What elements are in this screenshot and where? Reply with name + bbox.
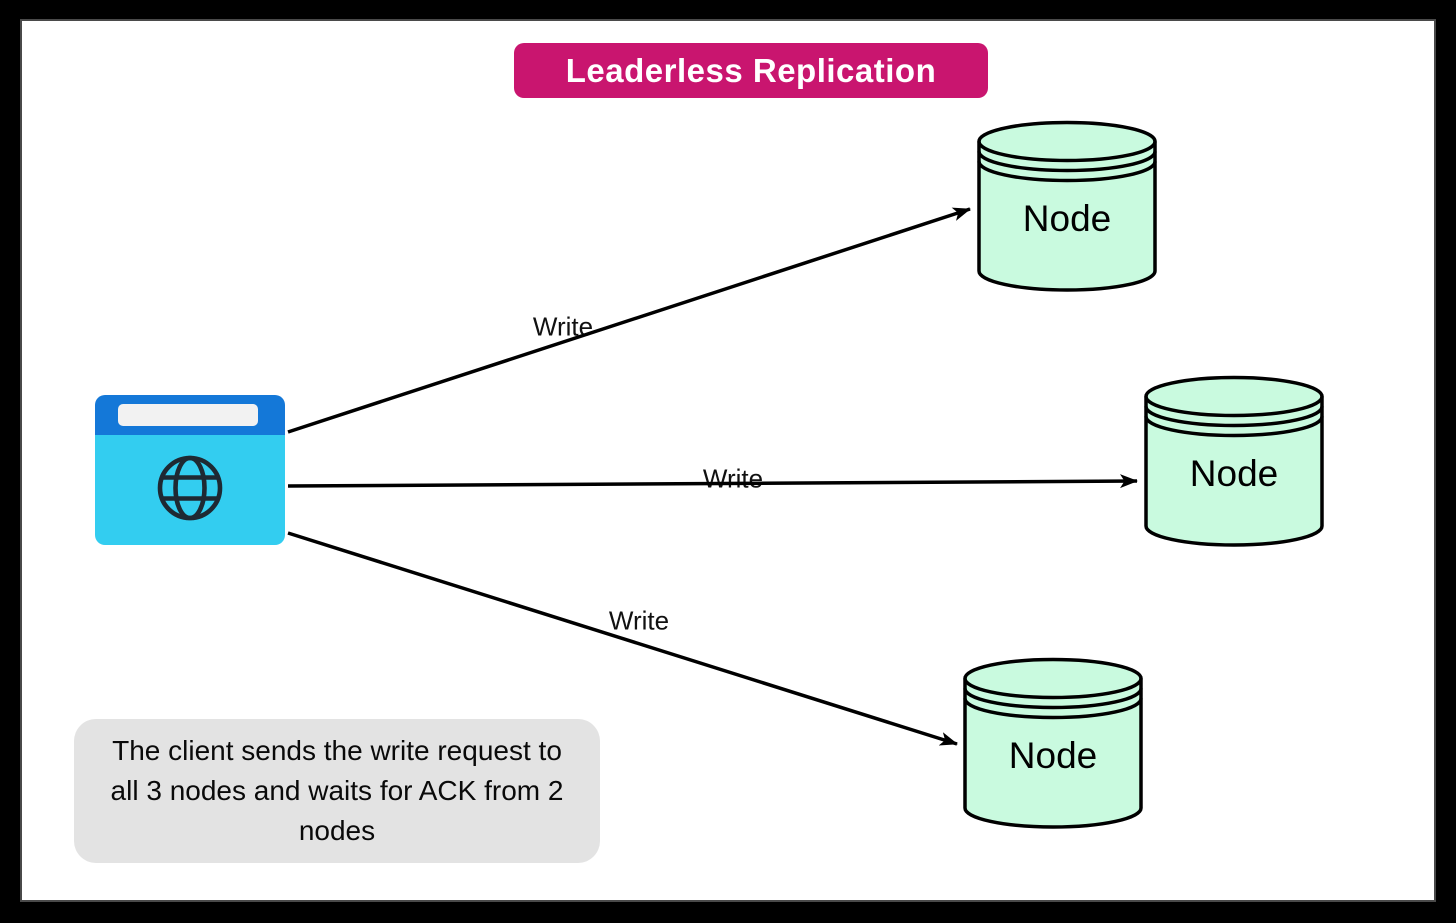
globe-icon (153, 451, 227, 530)
diagram-title: Leaderless Replication (514, 43, 988, 98)
client-node (95, 395, 285, 545)
browser-body (95, 435, 285, 545)
note-box: The client sends the write request to al… (74, 719, 600, 863)
node-label: Node (1022, 198, 1112, 239)
note-text: The client sends the write request to al… (110, 735, 564, 846)
db-node-3: Node (961, 655, 1145, 833)
diagram-title-label: Leaderless Replication (565, 51, 937, 89)
browser-titlebar (95, 395, 285, 435)
db-node-2: Node (1142, 373, 1326, 551)
node-label: Node (1008, 735, 1098, 776)
edge-label-write-2: Write (702, 463, 764, 494)
node-label: Node (1189, 453, 1279, 494)
browser-address-bar (118, 404, 258, 426)
edge-label-write-1: Write (532, 311, 594, 342)
edge-label-write-3: Write (608, 605, 670, 636)
db-node-1: Node (975, 118, 1159, 296)
